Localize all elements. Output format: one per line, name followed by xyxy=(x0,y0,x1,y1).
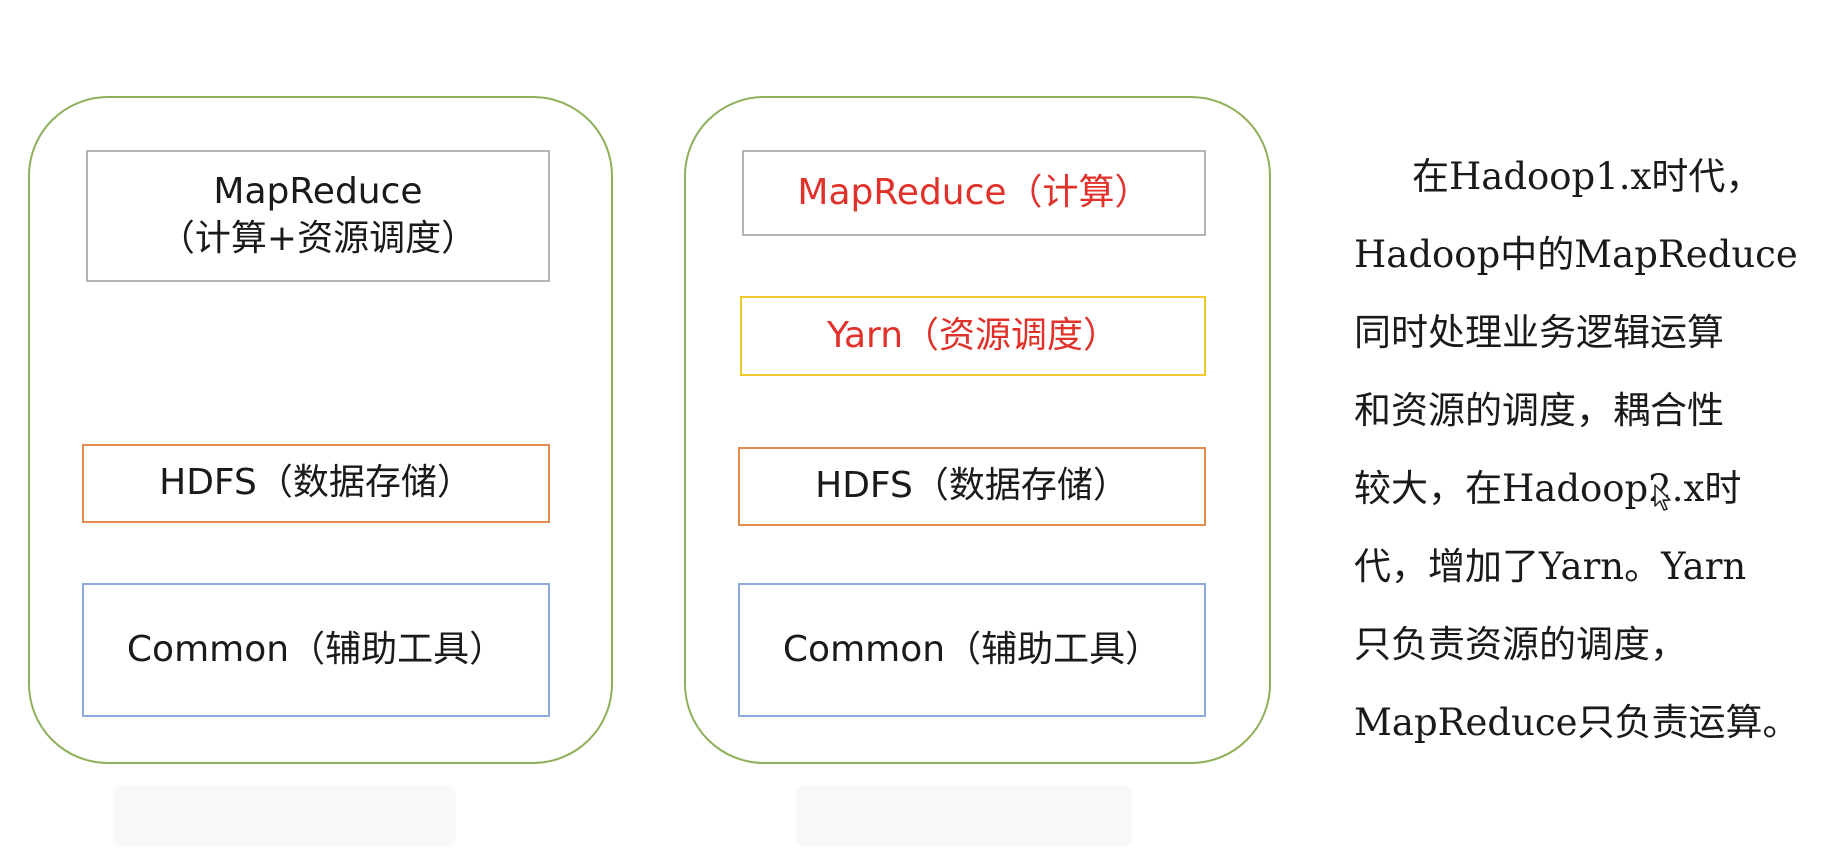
description-line: 较大，在Hadoop2.x时 xyxy=(1354,467,1742,510)
hadoop1-mapreduce-subtitle: （计算+资源调度） xyxy=(158,218,478,259)
hadoop1-group xyxy=(28,96,613,764)
hadoop1-hdfs-box: HDFS（数据存储） xyxy=(82,444,550,523)
hadoop1-common-box: Common（辅助工具） xyxy=(82,583,550,717)
hadoop2-yarn-box: Yarn（资源调度） xyxy=(740,296,1206,376)
hadoop2-mapreduce-box: MapReduce（计算） xyxy=(742,150,1206,236)
hadoop2-common-box: Common（辅助工具） xyxy=(738,583,1206,717)
hadoop2-group xyxy=(684,96,1271,764)
hadoop1-caption-placeholder xyxy=(114,786,456,846)
hadoop2-mapreduce-label: MapReduce（计算） xyxy=(797,171,1151,213)
hadoop2-common-label: Common（辅助工具） xyxy=(782,628,1162,670)
description-line: 同时处理业务逻辑运算 xyxy=(1354,311,1724,354)
description-line: Hadoop中的MapReduce xyxy=(1354,233,1798,276)
hadoop1-common-label: Common（辅助工具） xyxy=(126,628,506,670)
hadoop2-hdfs-box: HDFS（数据存储） xyxy=(738,447,1206,526)
description-line: 只负责资源的调度， xyxy=(1354,623,1687,666)
description-line: 在Hadoop1.x时代， xyxy=(1412,155,1763,198)
hadoop1-hdfs-label: HDFS（数据存储） xyxy=(159,462,473,504)
hadoop2-hdfs-label: HDFS（数据存储） xyxy=(815,465,1129,507)
description-text: 在Hadoop1.x时代， Hadoop中的MapReduce 同时处理业务逻辑… xyxy=(1354,138,1824,762)
description-line: MapReduce只负责运算。 xyxy=(1354,701,1800,744)
hadoop2-caption-placeholder xyxy=(796,786,1132,846)
description-line: 和资源的调度，耦合性 xyxy=(1354,389,1724,432)
description-line: 代，增加了Yarn。Yarn xyxy=(1354,545,1747,588)
hadoop1-mapreduce-title: MapReduce xyxy=(213,171,423,213)
hadoop2-yarn-label: Yarn（资源调度） xyxy=(826,314,1120,356)
hadoop1-mapreduce-box: MapReduce （计算+资源调度） xyxy=(86,150,550,282)
